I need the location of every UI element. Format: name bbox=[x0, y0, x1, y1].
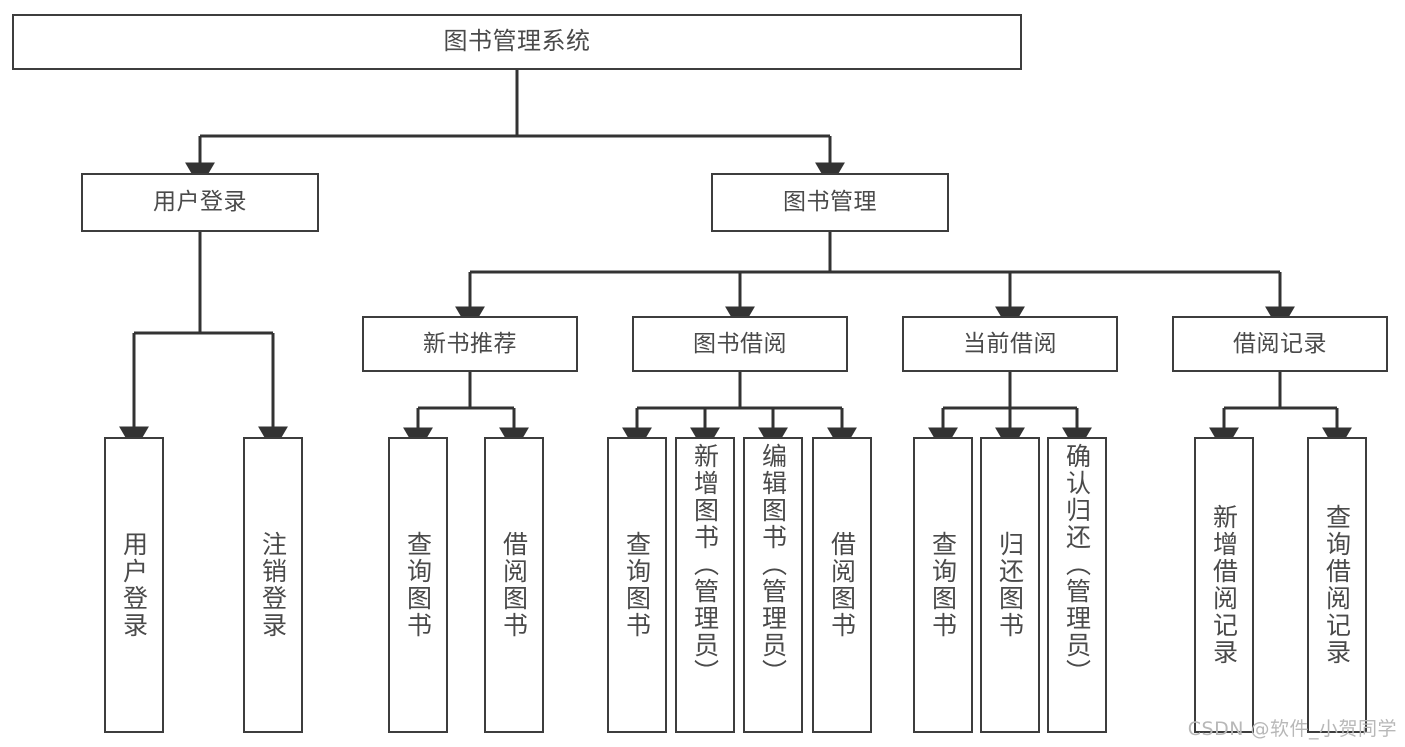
node-label: 查询图书 bbox=[622, 531, 652, 639]
node-borrow-record[interactable]: 借阅记录 bbox=[1172, 316, 1388, 372]
leaf-user-login-logout[interactable]: 注销登录 bbox=[243, 437, 303, 733]
node-root-book-management-system[interactable]: 图书管理系统 bbox=[12, 14, 1022, 70]
node-label: 新增图书（管理员） bbox=[690, 443, 720, 686]
node-label: 查询图书 bbox=[403, 531, 433, 639]
node-label: 用户登录 bbox=[153, 189, 247, 216]
leaf-book-borrow-add-book-admin[interactable]: 新增图书（管理员） bbox=[675, 437, 735, 733]
node-label: 借阅图书 bbox=[827, 531, 857, 639]
csdn-watermark: CSDN @软件_小贺同学 bbox=[1187, 718, 1397, 740]
leaf-new-book-borrow-books[interactable]: 借阅图书 bbox=[484, 437, 544, 733]
node-book-borrow[interactable]: 图书借阅 bbox=[632, 316, 848, 372]
leaf-current-borrow-return-books[interactable]: 归还图书 bbox=[980, 437, 1040, 733]
node-label: 编辑图书（管理员） bbox=[758, 443, 788, 686]
node-label: 图书管理系统 bbox=[443, 27, 591, 56]
leaf-new-book-query-books[interactable]: 查询图书 bbox=[388, 437, 448, 733]
node-current-borrow[interactable]: 当前借阅 bbox=[902, 316, 1118, 372]
node-label: 新增借阅记录 bbox=[1209, 504, 1239, 666]
leaf-book-borrow-borrow-books[interactable]: 借阅图书 bbox=[812, 437, 872, 733]
leaf-book-borrow-query-books[interactable]: 查询图书 bbox=[607, 437, 667, 733]
node-label: 借阅图书 bbox=[499, 531, 529, 639]
leaf-borrow-record-add-record[interactable]: 新增借阅记录 bbox=[1194, 437, 1254, 733]
node-label: 用户登录 bbox=[119, 531, 149, 639]
leaf-book-borrow-edit-book-admin[interactable]: 编辑图书（管理员） bbox=[743, 437, 803, 733]
node-new-book-recommend[interactable]: 新书推荐 bbox=[362, 316, 578, 372]
node-label: 查询图书 bbox=[928, 531, 958, 639]
node-book-management[interactable]: 图书管理 bbox=[711, 173, 949, 232]
leaf-user-login-login[interactable]: 用户登录 bbox=[104, 437, 164, 733]
node-label: 注销登录 bbox=[258, 531, 288, 639]
node-label: 归还图书 bbox=[995, 531, 1025, 639]
node-label: 图书借阅 bbox=[693, 330, 787, 357]
node-label: 借阅记录 bbox=[1233, 330, 1327, 357]
node-label: 图书管理 bbox=[783, 189, 877, 216]
node-label: 确认归还（管理员） bbox=[1062, 443, 1092, 686]
leaf-current-borrow-query-books[interactable]: 查询图书 bbox=[913, 437, 973, 733]
leaf-borrow-record-query-record[interactable]: 查询借阅记录 bbox=[1307, 437, 1367, 733]
node-label: 查询借阅记录 bbox=[1322, 504, 1352, 666]
node-label: 新书推荐 bbox=[423, 330, 517, 357]
node-label: 当前借阅 bbox=[963, 330, 1057, 357]
node-user-login[interactable]: 用户登录 bbox=[81, 173, 319, 232]
leaf-current-borrow-confirm-return-admin[interactable]: 确认归还（管理员） bbox=[1047, 437, 1107, 733]
